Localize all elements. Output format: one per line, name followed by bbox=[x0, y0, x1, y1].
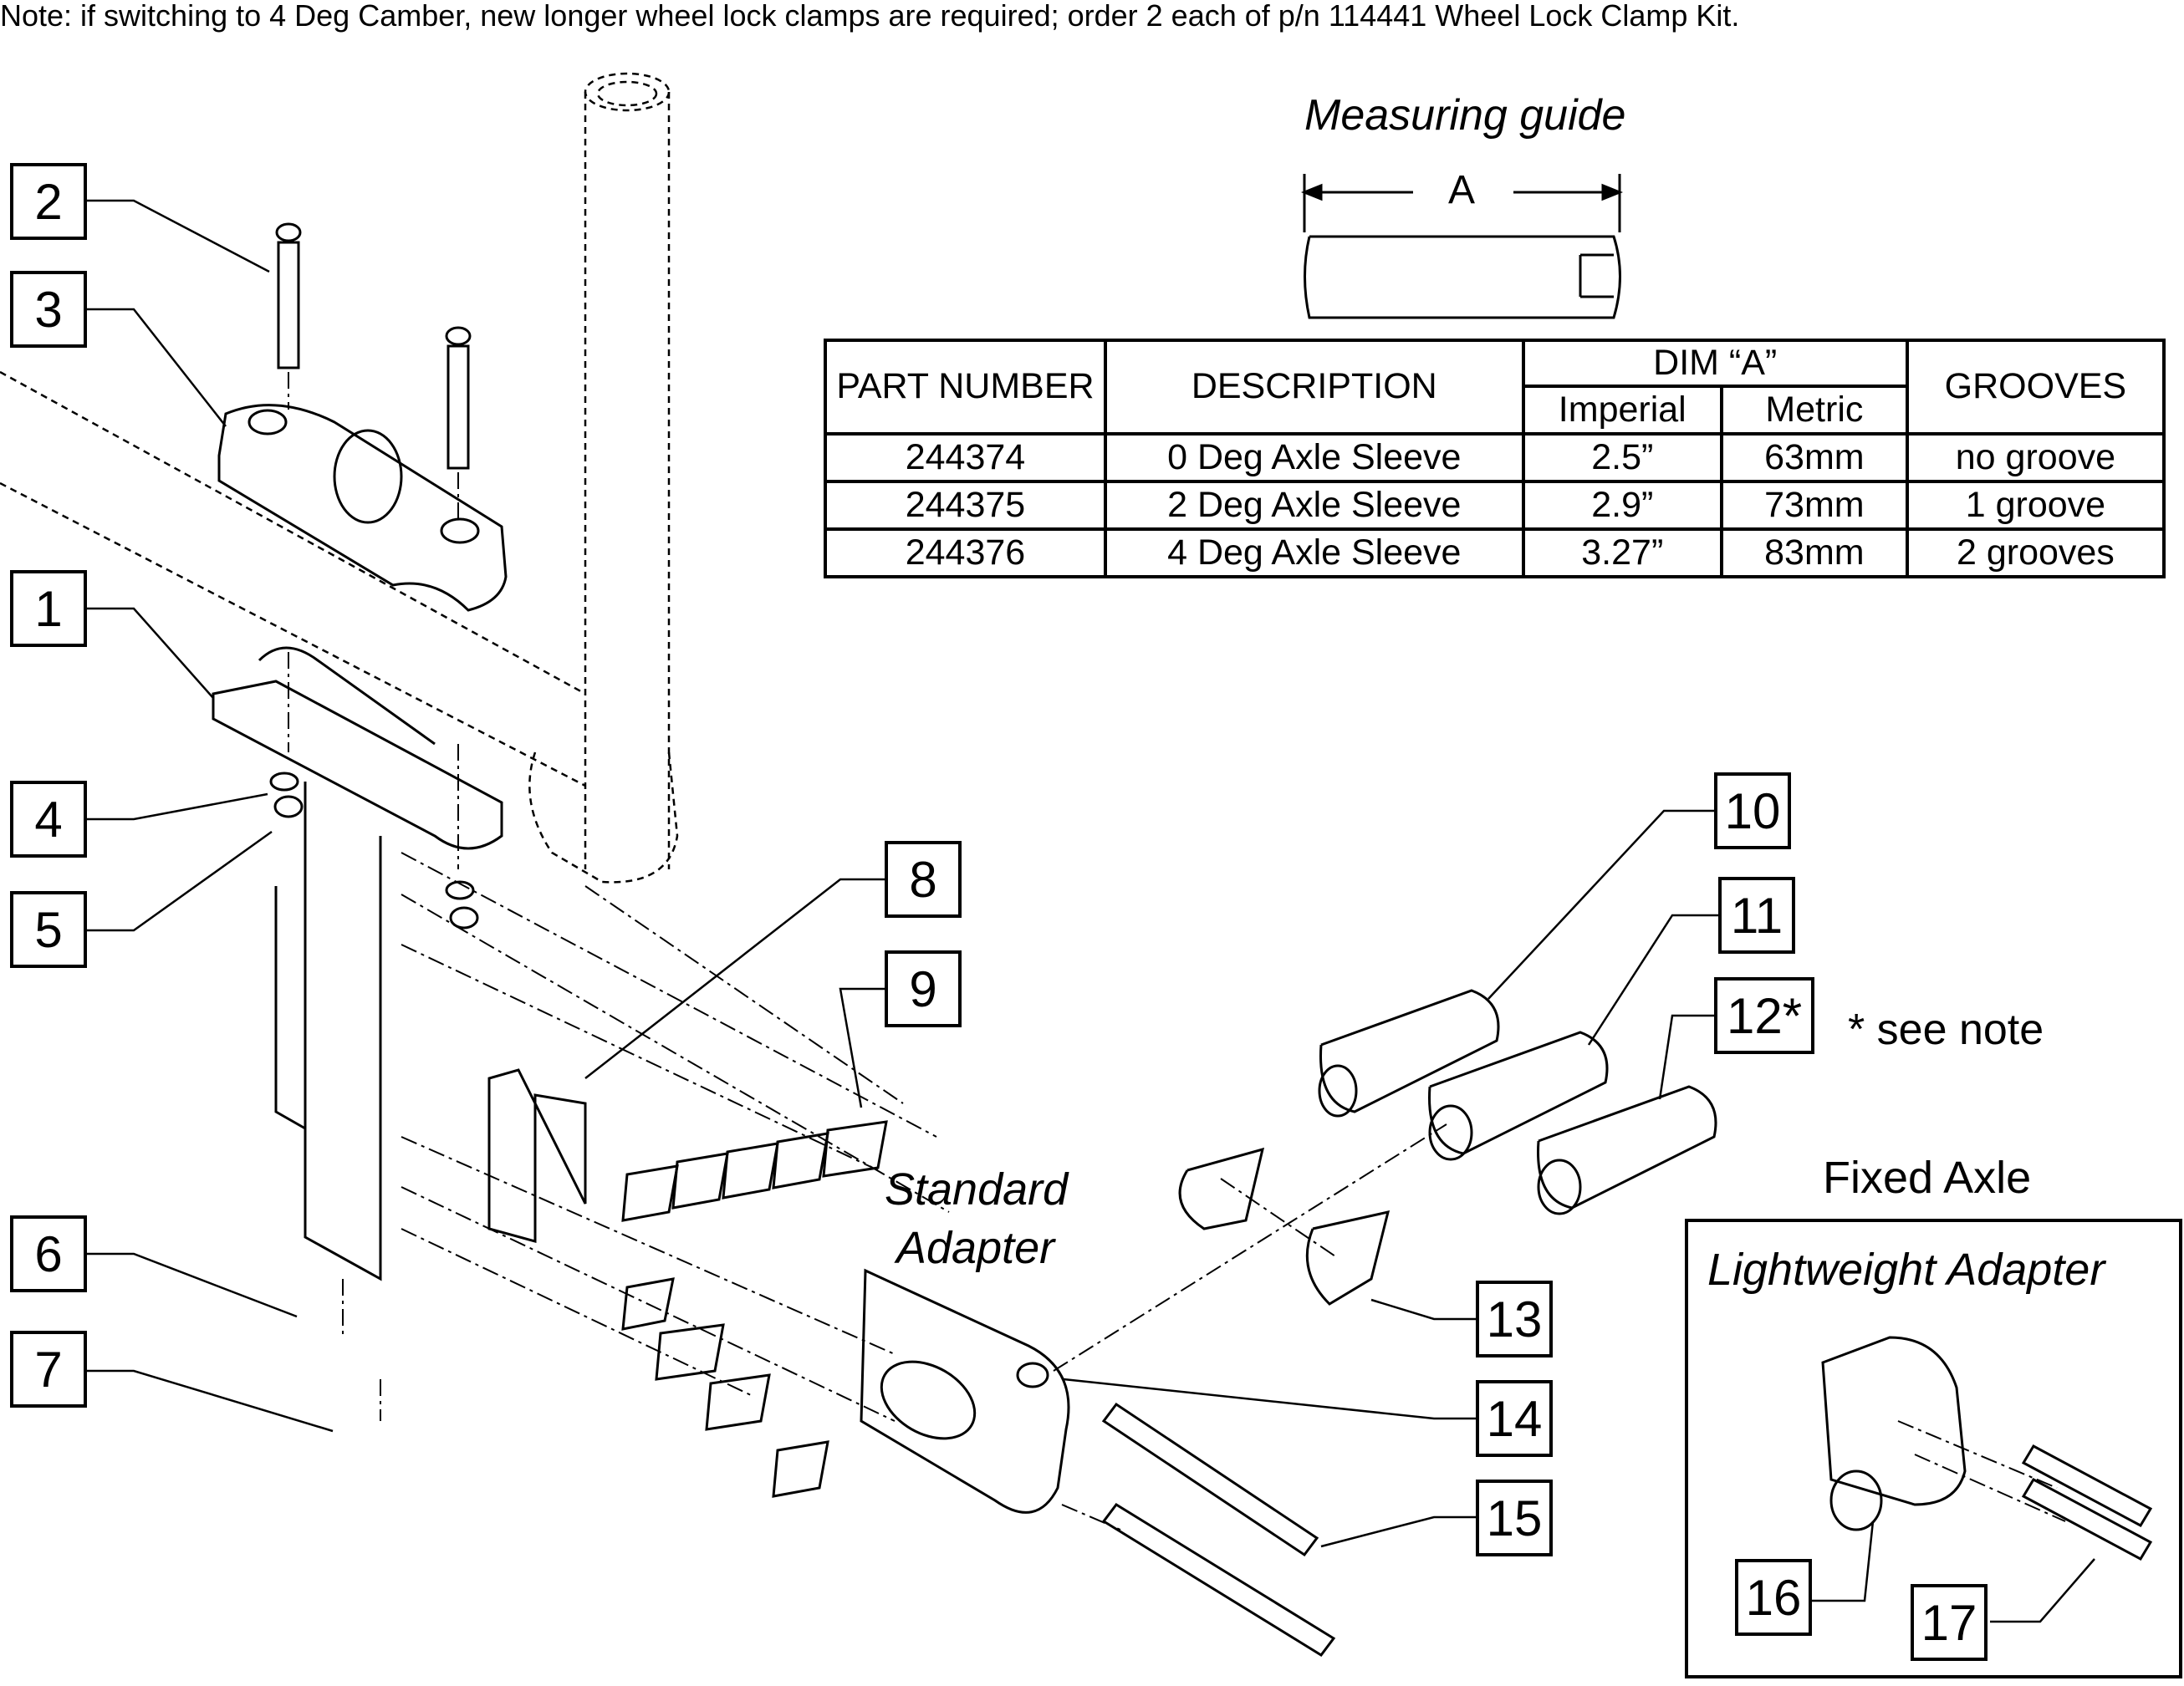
cell-imperial: 3.27” bbox=[1521, 527, 1723, 578]
bolt-15b bbox=[1101, 1503, 1336, 1657]
frame-tube-outline bbox=[0, 72, 679, 884]
cell-part: 244376 bbox=[824, 527, 1107, 578]
bolt-17a bbox=[2021, 1444, 2153, 1527]
table-row: 244375 2 Deg Axle Sleeve 2.9” 73mm 1 gro… bbox=[824, 480, 2166, 531]
cell-part: 244374 bbox=[824, 432, 1107, 483]
lower-clamp bbox=[212, 680, 503, 850]
clamp-stem bbox=[304, 782, 382, 1281]
header-part-number: PART NUMBER bbox=[824, 339, 1107, 436]
measuring-sleeve bbox=[1300, 174, 1624, 319]
callout-3: 3 bbox=[10, 271, 87, 348]
header-metric: Metric bbox=[1719, 385, 1909, 436]
callout-9: 9 bbox=[885, 950, 962, 1027]
cell-description: 2 Deg Axle Sleeve bbox=[1103, 480, 1525, 531]
callout-8: 8 bbox=[885, 841, 962, 918]
lightweight-adapter-box bbox=[1685, 1219, 2182, 1678]
cell-metric: 83mm bbox=[1719, 527, 1909, 578]
callout-16: 16 bbox=[1735, 1559, 1812, 1636]
cell-grooves: no groove bbox=[1905, 432, 2166, 483]
cell-grooves: 2 grooves bbox=[1905, 527, 2166, 578]
clip-8 bbox=[487, 1068, 587, 1243]
cell-description: 0 Deg Axle Sleeve bbox=[1103, 432, 1525, 483]
bolt-15a bbox=[1101, 1402, 1319, 1557]
cell-metric: 73mm bbox=[1719, 480, 1909, 531]
top-clamp bbox=[217, 404, 508, 612]
header-imperial: Imperial bbox=[1521, 385, 1723, 436]
callout-12: 12* bbox=[1714, 977, 1814, 1054]
cell-imperial: 2.5” bbox=[1521, 432, 1723, 483]
screw-2 bbox=[275, 222, 302, 369]
pins-9 bbox=[621, 1120, 888, 1498]
cell-part: 244375 bbox=[824, 480, 1107, 531]
fixed-axle-label: Fixed Axle bbox=[1823, 1153, 2032, 1203]
standard-adapter bbox=[860, 1268, 1070, 1514]
lightweight-adapter-label: Lightweight Adapter bbox=[1707, 1245, 2105, 1295]
cell-metric: 63mm bbox=[1719, 432, 1909, 483]
header-description: DESCRIPTION bbox=[1103, 339, 1525, 436]
axle-sleeve-table: PART NUMBER DESCRIPTION DIM “A” GROOVES … bbox=[824, 339, 2166, 578]
table-row: 244374 0 Deg Axle Sleeve 2.5” 63mm no gr… bbox=[824, 432, 2166, 483]
table-row: 244376 4 Deg Axle Sleeve 3.27” 83mm 2 gr… bbox=[824, 527, 2166, 578]
callout-17: 17 bbox=[1911, 1584, 1988, 1661]
callout-6: 6 bbox=[10, 1215, 87, 1292]
measuring-guide-title: Measuring guide bbox=[1304, 91, 1626, 140]
callout-4: 4 bbox=[10, 781, 87, 858]
callout-10: 10 bbox=[1714, 772, 1791, 849]
cell-grooves: 1 groove bbox=[1905, 480, 2166, 531]
standard-adapter-label-2: Adapter bbox=[896, 1223, 1055, 1273]
standard-adapter-label-1: Standard bbox=[885, 1164, 1069, 1215]
see-note-label: * see note bbox=[1848, 1006, 2044, 1054]
callout-13: 13 bbox=[1476, 1281, 1553, 1357]
callout-2: 2 bbox=[10, 163, 87, 240]
callout-7: 7 bbox=[10, 1331, 87, 1408]
callout-14: 14 bbox=[1476, 1380, 1553, 1457]
callout-5: 5 bbox=[10, 891, 87, 968]
bolt-17b bbox=[2021, 1478, 2153, 1561]
sleeve-half-lower bbox=[1305, 1210, 1391, 1306]
callout-15: 15 bbox=[1476, 1480, 1553, 1556]
header-dim: DIM “A” bbox=[1521, 339, 1909, 388]
measuring-guide-dim: A bbox=[1448, 168, 1476, 212]
callout-1: 1 bbox=[10, 570, 87, 647]
screw-3-bolt bbox=[445, 326, 472, 470]
leader-lines bbox=[84, 199, 2095, 1623]
axle-sleeves bbox=[1318, 989, 1717, 1215]
lightweight-adapter bbox=[1821, 1336, 1967, 1506]
callout-11: 11 bbox=[1718, 877, 1795, 954]
cell-description: 4 Deg Axle Sleeve bbox=[1103, 527, 1525, 578]
header-grooves: GROOVES bbox=[1905, 339, 2166, 436]
camber-note: Note: if switching to 4 Deg Camber, new … bbox=[0, 0, 1740, 33]
sleeve-half-upper bbox=[1178, 1147, 1265, 1230]
cell-imperial: 2.9” bbox=[1521, 480, 1723, 531]
assembly-lines bbox=[288, 372, 2066, 1531]
